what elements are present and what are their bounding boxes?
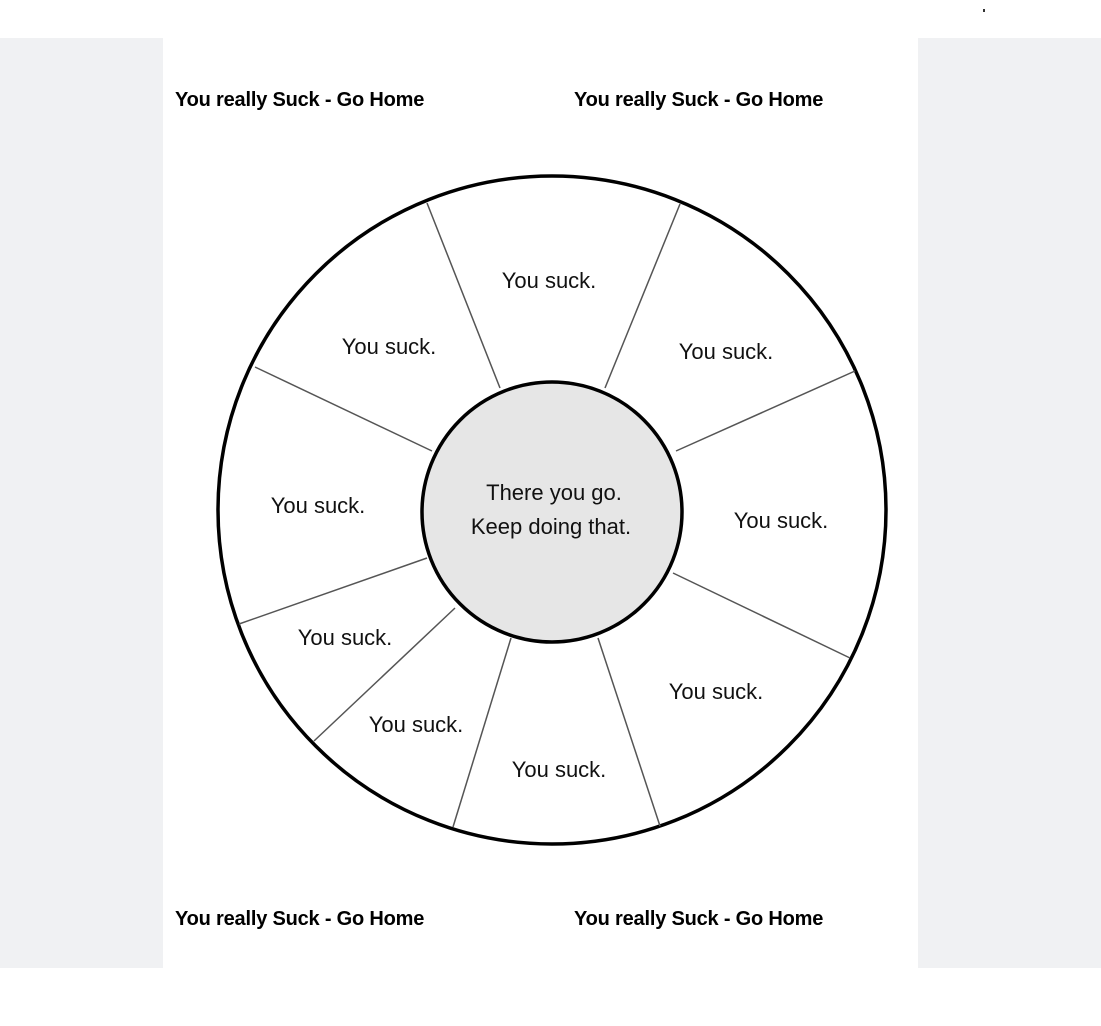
divider-line bbox=[313, 607, 456, 742]
segment-label-top: You suck. bbox=[502, 268, 597, 293]
segment-label-upper-left: You suck. bbox=[342, 334, 437, 359]
divider-line bbox=[604, 203, 681, 389]
caption-bottom-left: You really Suck - Go Home bbox=[175, 908, 425, 930]
segment-label-bottom: You suck. bbox=[512, 757, 607, 782]
caption-bottom-right: You really Suck - Go Home bbox=[574, 908, 824, 930]
divider-line bbox=[238, 557, 428, 625]
center-text-line-1: There you go. bbox=[486, 480, 622, 505]
segment-label-lower-right: You suck. bbox=[669, 679, 764, 704]
center-text-line-2: Keep doing that. bbox=[471, 514, 631, 539]
segment-label-left-low: You suck. bbox=[298, 625, 393, 650]
segment-label-right: You suck. bbox=[734, 508, 829, 533]
segment-label-upper-right: You suck. bbox=[679, 339, 774, 364]
corner-mark bbox=[983, 9, 985, 12]
divider-line bbox=[254, 366, 433, 452]
center-circle bbox=[420, 380, 684, 644]
divider-line bbox=[672, 572, 851, 659]
caption-top-left: You really Suck - Go Home bbox=[175, 89, 425, 111]
caption-top-right: You really Suck - Go Home bbox=[574, 89, 824, 111]
divider-line bbox=[426, 202, 501, 389]
divider-line bbox=[675, 370, 856, 452]
divider-line bbox=[452, 637, 512, 828]
segment-label-lower-left: You suck. bbox=[369, 712, 464, 737]
divider-line bbox=[597, 637, 661, 827]
segment-label-left: You suck. bbox=[271, 493, 366, 518]
divider-lines bbox=[238, 202, 856, 828]
